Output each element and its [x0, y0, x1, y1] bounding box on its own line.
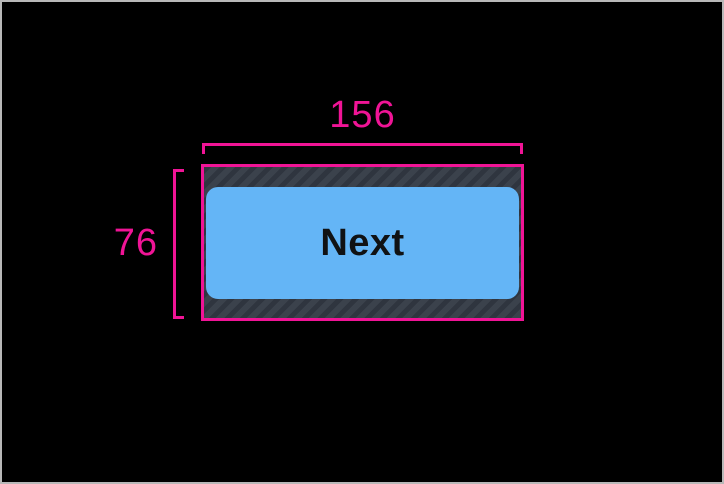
height-dimension-label: 76: [113, 222, 158, 264]
touch-target-area: Next: [201, 164, 524, 321]
next-button-label: Next: [320, 221, 405, 264]
height-measurement-bracket: [173, 169, 184, 319]
width-measurement-bracket: [202, 143, 523, 154]
next-button[interactable]: Next: [206, 187, 519, 299]
width-dimension-label: 156: [329, 94, 396, 136]
